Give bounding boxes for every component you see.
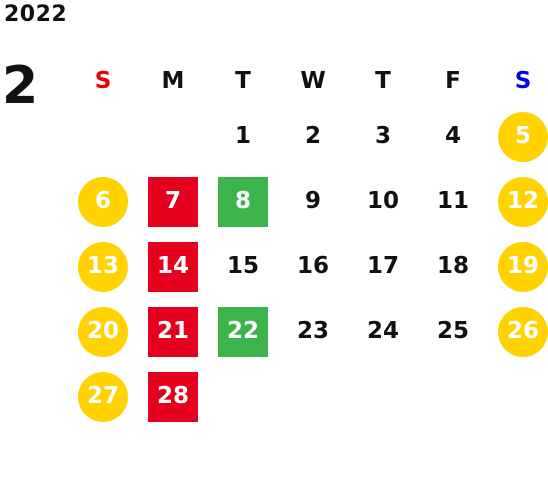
day-weekend: 13 <box>78 241 128 292</box>
day-number: 4 <box>444 123 461 149</box>
day-number: 10 <box>366 188 399 214</box>
calendar-cell: 12 <box>488 169 548 234</box>
calendar-cell: 19 <box>488 234 548 299</box>
calendar-cell: 11 <box>418 169 488 234</box>
calendar-cell: 27 <box>68 364 138 429</box>
day-special: 8 <box>218 176 268 227</box>
calendar-cell <box>418 364 488 429</box>
day-closed: 7 <box>148 176 198 227</box>
day-number: 9 <box>304 188 321 214</box>
weekday-header: T <box>235 67 251 94</box>
month-number: 2 <box>2 56 39 116</box>
day-weekend: 27 <box>78 371 128 422</box>
day-special: 22 <box>218 306 268 357</box>
calendar-cell: 2 <box>278 104 348 169</box>
weekday-header: F <box>445 67 461 94</box>
calendar-cell: 14 <box>138 234 208 299</box>
day-weekend: 26 <box>498 306 548 357</box>
calendar-cell: 10 <box>348 169 418 234</box>
day-closed: 14 <box>148 241 198 292</box>
calendar-cell: 3 <box>348 104 418 169</box>
calendar-cell: 21 <box>138 299 208 364</box>
day-number: 2 <box>304 123 321 149</box>
day-closed: 28 <box>148 371 198 422</box>
day-number: 23 <box>296 318 329 344</box>
calendar-cell: 23 <box>278 299 348 364</box>
calendar-cell <box>278 364 348 429</box>
calendar-cell: 7 <box>138 169 208 234</box>
day-number: 25 <box>436 318 469 344</box>
calendar-cell: 16 <box>278 234 348 299</box>
calendar-cell: 9 <box>278 169 348 234</box>
day-number: 11 <box>436 188 469 214</box>
day-weekend: 5 <box>498 111 548 162</box>
calendar-cell <box>348 364 418 429</box>
calendar-cell: 28 <box>138 364 208 429</box>
year-label: 2022 <box>4 2 68 27</box>
day-number: 3 <box>374 123 391 149</box>
calendar-cell: 20 <box>68 299 138 364</box>
calendar-cell: 25 <box>418 299 488 364</box>
calendar-cell <box>208 364 278 429</box>
day-number: 15 <box>226 253 259 279</box>
calendar-cell: 18 <box>418 234 488 299</box>
weekday-header: W <box>300 67 326 94</box>
weekday-header: T <box>375 67 391 94</box>
weekday-header: M <box>161 67 185 94</box>
day-weekend: 19 <box>498 241 548 292</box>
calendar-cell: 8 <box>208 169 278 234</box>
day-number: 1 <box>234 123 251 149</box>
day-closed: 21 <box>148 306 198 357</box>
calendar-cell: 15 <box>208 234 278 299</box>
day-number: 18 <box>436 253 469 279</box>
calendar-cell: 26 <box>488 299 548 364</box>
day-number: 24 <box>366 318 399 344</box>
weekday-header: S <box>514 67 532 94</box>
calendar-cell: 5 <box>488 104 548 169</box>
calendar-cell <box>68 104 138 169</box>
day-number: 16 <box>296 253 329 279</box>
day-weekend: 6 <box>78 176 128 227</box>
weekday-header: S <box>94 67 112 94</box>
calendar-cell <box>138 104 208 169</box>
calendar-cell: 17 <box>348 234 418 299</box>
day-weekend: 12 <box>498 176 548 227</box>
calendar-cell: 24 <box>348 299 418 364</box>
calendar-cell: 6 <box>68 169 138 234</box>
calendar-cell: 4 <box>418 104 488 169</box>
day-weekend: 20 <box>78 306 128 357</box>
calendar-cell: 22 <box>208 299 278 364</box>
day-number: 17 <box>366 253 399 279</box>
calendar-cell: 13 <box>68 234 138 299</box>
calendar-cell <box>488 364 548 429</box>
calendar-cell: 1 <box>208 104 278 169</box>
